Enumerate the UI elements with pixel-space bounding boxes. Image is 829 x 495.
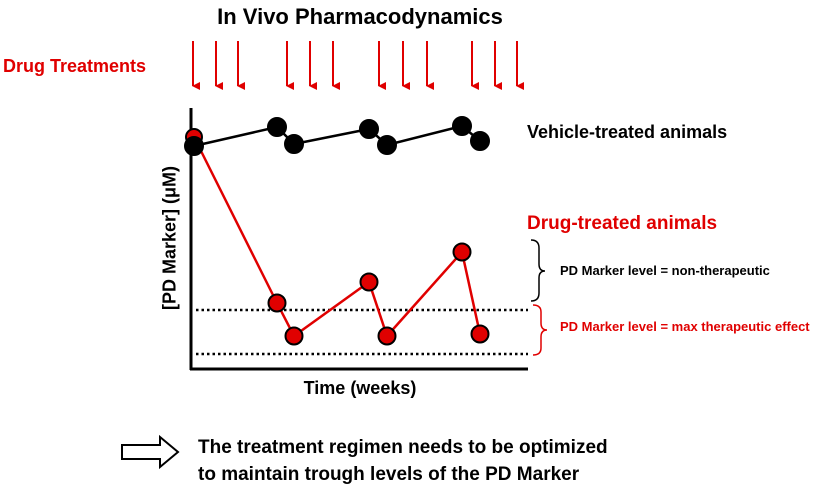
vehicle-point — [284, 134, 304, 154]
drug-point — [470, 324, 490, 344]
treatment-arrows — [192, 41, 524, 90]
vehicle-point — [184, 136, 204, 156]
drug-series-label: Drug-treated animals — [527, 213, 718, 234]
x-axis-label: Time (weeks) — [303, 378, 417, 398]
drug-series-line — [192, 136, 482, 339]
vehicle-series-label: Vehicle-treated animals — [527, 122, 728, 142]
vehicle-point — [267, 117, 287, 137]
drug-treatments-label: Drug Treatments — [3, 56, 147, 76]
drug-point — [452, 242, 472, 262]
vehicle-point — [470, 131, 490, 151]
drug-point — [359, 272, 379, 292]
conclusion-line-1: The treatment regimen needs to be optimi… — [198, 437, 608, 458]
vehicle-series — [184, 116, 490, 156]
max-therapeutic-bracket — [532, 304, 548, 356]
vehicle-point — [377, 135, 397, 155]
drug-point — [284, 326, 304, 346]
conclusion-line-2: to maintain trough levels of the PD Mark… — [198, 464, 580, 485]
y-axis-label: [PD Marker] (μM) — [159, 165, 180, 311]
diagram-title: In Vivo Pharmacodynamics — [217, 4, 503, 29]
vehicle-series-line — [193, 124, 481, 148]
max-therapeutic-label: PD Marker level = max therapeutic effect — [560, 319, 810, 334]
drug-point — [267, 293, 287, 313]
nontherapeutic-bracket — [530, 239, 546, 302]
drug-point — [377, 326, 397, 346]
conclusion-text: The treatment regimen needs to be optimi… — [198, 434, 798, 488]
vehicle-point — [452, 116, 472, 136]
nontherapeutic-label: PD Marker level = non-therapeutic — [560, 263, 770, 278]
drug-series — [185, 128, 490, 346]
hollow-right-arrow-icon — [121, 434, 180, 470]
vehicle-point — [359, 119, 379, 139]
